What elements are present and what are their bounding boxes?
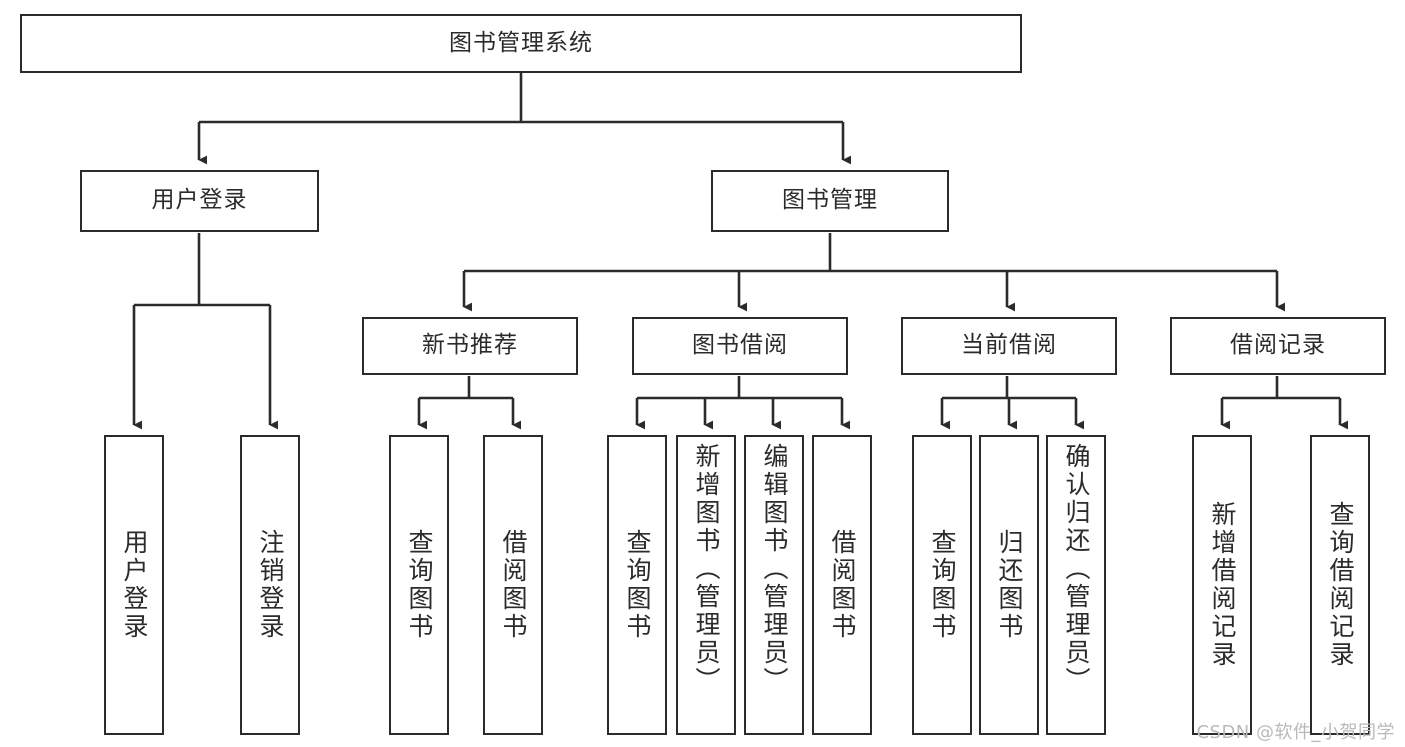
leaf-borrow-record-add[interactable]: 新增借阅记录 xyxy=(1192,435,1252,735)
node-label: 归还图书 xyxy=(995,529,1024,641)
leaf-current-borrow-confirm-admin[interactable]: 确认归还（管理员） xyxy=(1046,435,1106,735)
node-label: 图书管理系统 xyxy=(449,29,593,56)
leaf-book-borrow-query[interactable]: 查询图书 xyxy=(607,435,667,735)
node-label: 查询图书 xyxy=(623,529,652,641)
node-label: 确认归还（管理员） xyxy=(1062,443,1091,695)
node-label: 借阅图书 xyxy=(499,529,528,641)
node-label: 查询图书 xyxy=(928,529,957,641)
node-new-book-recommend[interactable]: 新书推荐 xyxy=(362,317,578,375)
node-book-management[interactable]: 图书管理 xyxy=(711,170,949,232)
node-current-borrow[interactable]: 当前借阅 xyxy=(901,317,1117,375)
node-label: 当前借阅 xyxy=(961,332,1057,359)
leaf-user-login-signout[interactable]: 注销登录 xyxy=(240,435,300,735)
node-label: 新书推荐 xyxy=(422,332,518,359)
node-user-login[interactable]: 用户登录 xyxy=(80,170,319,232)
node-label: 用户登录 xyxy=(151,187,248,214)
leaf-user-login-signin[interactable]: 用户登录 xyxy=(104,435,164,735)
node-label: 图书管理 xyxy=(782,187,878,214)
csdn-watermark: CSDN @软件_小贺同学 xyxy=(1196,722,1395,743)
node-label: 用户登录 xyxy=(120,529,149,641)
leaf-current-borrow-query[interactable]: 查询图书 xyxy=(912,435,972,735)
leaf-book-borrow-add-admin[interactable]: 新增图书（管理员） xyxy=(676,435,736,735)
node-label: 注销登录 xyxy=(256,529,285,641)
node-label: 借阅记录 xyxy=(1230,332,1326,359)
node-root-book-management-system[interactable]: 图书管理系统 xyxy=(20,14,1022,73)
node-label: 图书借阅 xyxy=(692,332,788,359)
node-borrow-record[interactable]: 借阅记录 xyxy=(1170,317,1386,375)
node-label: 查询借阅记录 xyxy=(1326,501,1355,669)
node-book-borrow[interactable]: 图书借阅 xyxy=(632,317,848,375)
leaf-new-book-query[interactable]: 查询图书 xyxy=(389,435,449,735)
leaf-book-borrow-edit-admin[interactable]: 编辑图书（管理员） xyxy=(744,435,804,735)
leaf-current-borrow-return[interactable]: 归还图书 xyxy=(979,435,1039,735)
node-label: 查询图书 xyxy=(405,529,434,641)
node-label: 新增图书（管理员） xyxy=(692,443,721,695)
leaf-new-book-borrow[interactable]: 借阅图书 xyxy=(483,435,543,735)
leaf-borrow-record-query[interactable]: 查询借阅记录 xyxy=(1310,435,1370,735)
node-label: 新增借阅记录 xyxy=(1208,501,1237,669)
node-label: 借阅图书 xyxy=(828,529,857,641)
leaf-book-borrow-borrow[interactable]: 借阅图书 xyxy=(812,435,872,735)
node-label: 编辑图书（管理员） xyxy=(760,443,789,695)
